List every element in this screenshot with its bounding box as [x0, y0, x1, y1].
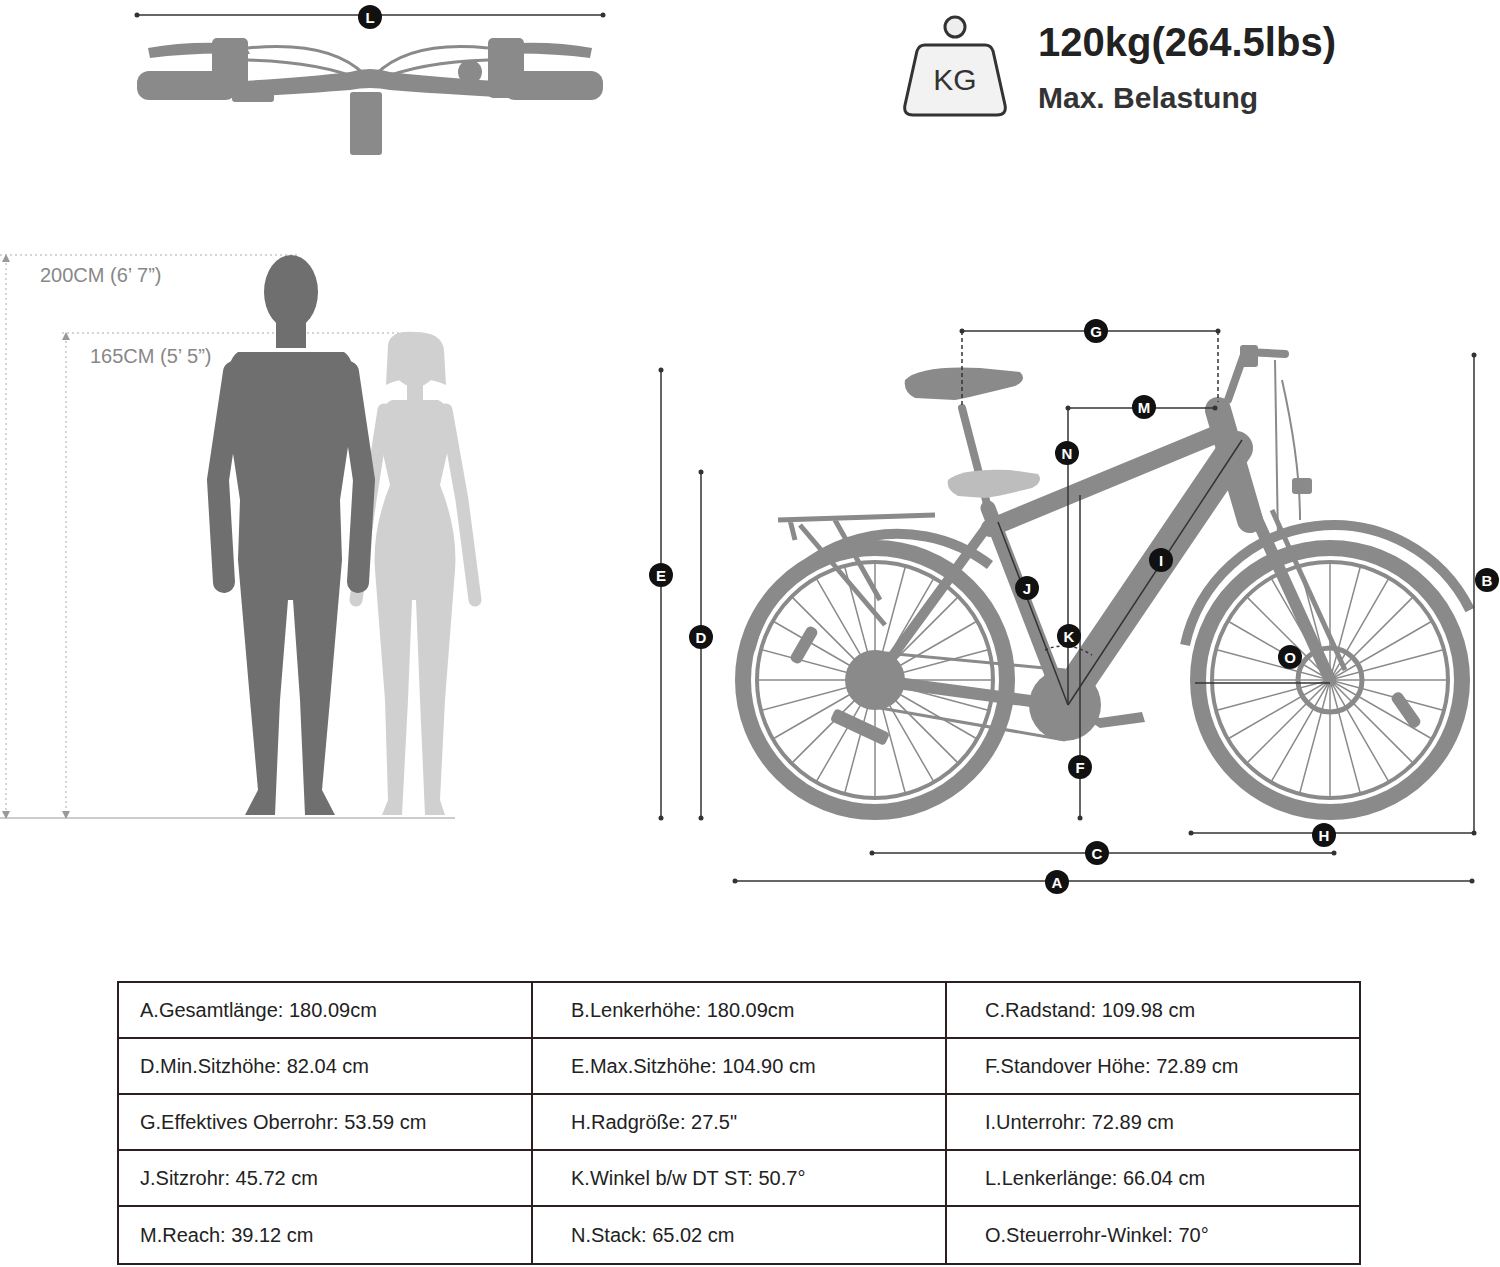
height-guides	[0, 254, 455, 819]
callout-text: A	[1052, 875, 1063, 890]
table-cell: A.Gesamtlänge: 180.09cm	[140, 998, 377, 1022]
table-cell: H.Radgröße: 27.5"	[571, 1110, 737, 1134]
table-cell: D.Min.Sitzhöhe: 82.04 cm	[140, 1054, 369, 1078]
callout-letter: H	[1312, 823, 1336, 847]
callout-letter: N	[1055, 441, 1079, 465]
callout-letter: G	[1084, 319, 1108, 343]
callout-letter: L	[358, 5, 382, 29]
callout-letter: E	[649, 563, 673, 587]
male-figure	[218, 255, 364, 815]
callout-text: C	[1092, 846, 1103, 861]
callout-letter: A	[1045, 870, 1069, 894]
callout-letter: D	[689, 625, 713, 649]
table-cell: G.Effektives Oberrohr: 53.59 cm	[140, 1110, 426, 1134]
callout-letter: I	[1149, 548, 1173, 572]
table-cell: B.Lenkerhöhe: 180.09cm	[571, 998, 795, 1022]
callout-text: K	[1064, 629, 1075, 644]
callout-letter: J	[1015, 576, 1039, 600]
callout-letter: C	[1085, 841, 1109, 865]
load-value: 120kg(264.5lbs)	[1038, 18, 1336, 66]
callout-letter: F	[1068, 755, 1092, 779]
callout-letter: K	[1057, 624, 1081, 648]
handlebar-view	[135, 13, 606, 156]
callout-text: N	[1062, 446, 1073, 461]
callout-text: E	[656, 568, 666, 583]
callout-text: M	[1138, 400, 1151, 415]
callout-text: G	[1090, 324, 1102, 339]
weight-icon: KG	[903, 13, 1007, 117]
weight-unit: KG	[933, 63, 976, 117]
table-cell: I.Unterrohr: 72.89 cm	[985, 1110, 1174, 1134]
bike-drawing	[743, 345, 1470, 812]
callout-letter: O	[1278, 645, 1302, 669]
callout-text: F	[1075, 760, 1084, 775]
callout-letter: B	[1475, 568, 1499, 592]
callout-text: I	[1159, 553, 1163, 568]
callout-letter: M	[1132, 395, 1156, 419]
load-caption: Max. Belastung	[1038, 80, 1258, 116]
height-label: 200CM (6’ 7”)	[38, 263, 164, 287]
table-cell: E.Max.Sitzhöhe: 104.90 cm	[571, 1054, 816, 1078]
callout-text: L	[365, 10, 374, 25]
dimension-lines	[659, 329, 1477, 884]
callout-text: B	[1482, 573, 1493, 588]
table-cell: N.Stack: 65.02 cm	[571, 1223, 734, 1247]
callout-text: O	[1284, 650, 1296, 665]
table-cell: K.Winkel b/w DT ST: 50.7°	[571, 1166, 805, 1190]
spec-table-grid	[118, 982, 1360, 1264]
callout-text: D	[696, 630, 707, 645]
table-cell: F.Standover Höhe: 72.89 cm	[985, 1054, 1238, 1078]
callout-text: J	[1023, 581, 1031, 596]
table-cell: J.Sitzrohr: 45.72 cm	[140, 1166, 318, 1190]
table-cell: O.Steuerrohr-Winkel: 70°	[985, 1223, 1209, 1247]
callout-text: H	[1319, 828, 1330, 843]
height-label: 165CM (5’ 5”)	[88, 344, 214, 368]
table-cell: M.Reach: 39.12 cm	[140, 1223, 313, 1247]
female-figure	[356, 332, 475, 815]
table-cell: L.Lenkerlänge: 66.04 cm	[985, 1166, 1205, 1190]
table-cell: C.Radstand: 109.98 cm	[985, 998, 1195, 1022]
